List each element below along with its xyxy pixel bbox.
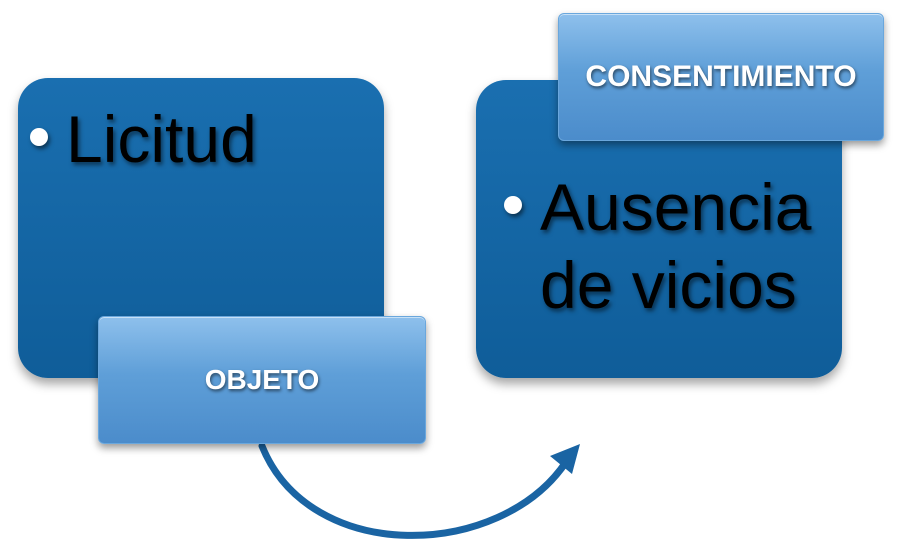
bullet-icon <box>30 128 48 146</box>
consentimiento-label-box: CONSENTIMIENTO <box>558 13 884 141</box>
objeto-bullet-item: Licitud <box>30 100 257 178</box>
consentimiento-bullet-item: Ausencia de vicios <box>504 168 812 324</box>
bullet-icon <box>504 196 522 214</box>
objeto-item-text: Licitud <box>66 102 257 176</box>
consentimiento-item-line-2: de vicios <box>540 248 797 322</box>
objeto-label: OBJETO <box>204 364 320 395</box>
objeto-label-box: OBJETO <box>98 316 426 444</box>
consentimiento-item-line-1: Ausencia <box>540 170 812 244</box>
consentimiento-label: CONSENTIMIENTO <box>585 60 857 93</box>
